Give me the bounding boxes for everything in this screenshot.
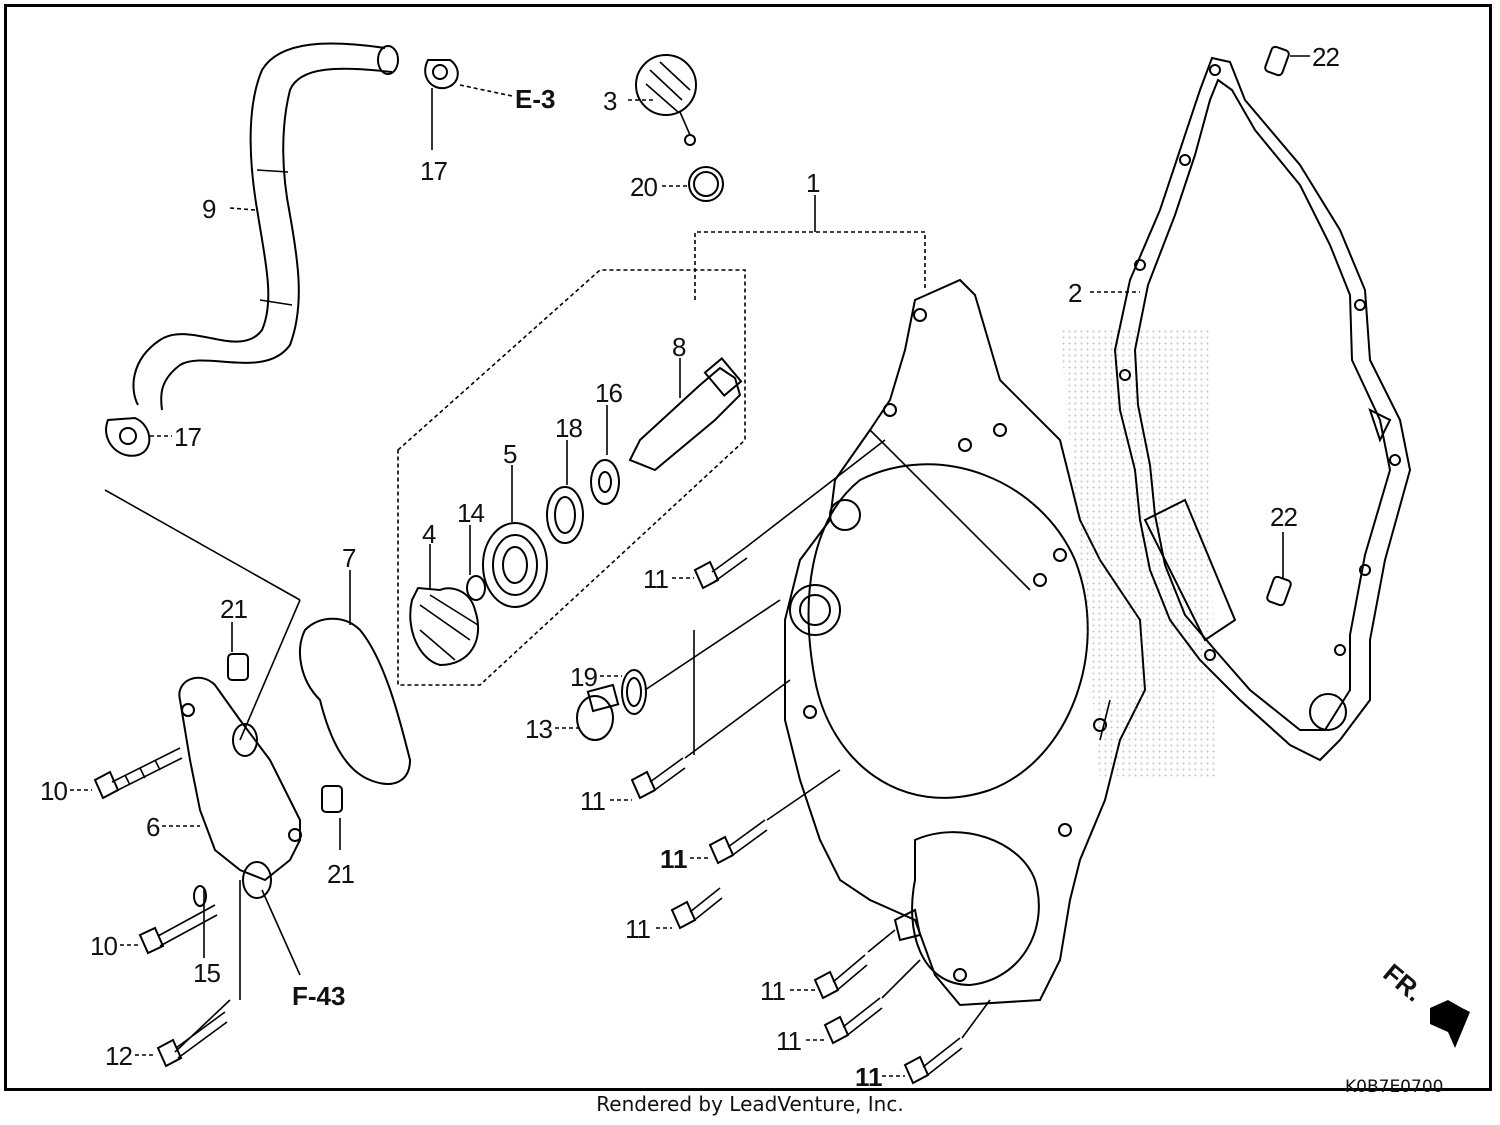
bolt-10-upper bbox=[93, 747, 183, 800]
label-7: 7 bbox=[342, 543, 356, 573]
diagram-code: K0B7E0700 bbox=[1345, 1077, 1443, 1097]
label-11-b: 11 bbox=[580, 786, 606, 816]
label-9: 9 bbox=[202, 194, 216, 224]
bolt-12 bbox=[156, 1011, 228, 1068]
washer-16 bbox=[590, 459, 620, 505]
pump-shaft-8 bbox=[628, 357, 743, 472]
oil-seal-18 bbox=[546, 486, 584, 544]
dowel-pin-22-upper bbox=[1264, 45, 1290, 77]
o-ring-20 bbox=[688, 166, 724, 202]
pump-exploded-box bbox=[397, 269, 746, 686]
washer-19 bbox=[621, 669, 647, 715]
label-20: 20 bbox=[630, 172, 657, 202]
label-8: 8 bbox=[672, 332, 686, 362]
water-pump-cover bbox=[178, 676, 302, 899]
diagram-frame bbox=[4, 4, 1492, 1091]
cover-shading bbox=[1060, 330, 1215, 780]
cover-bolts-11 bbox=[630, 547, 963, 1085]
hose-clamp-upper bbox=[424, 59, 459, 150]
dowel-pin-21-upper bbox=[227, 653, 249, 681]
label-21-lower: 21 bbox=[327, 859, 354, 889]
label-11-c: 11 bbox=[660, 844, 688, 874]
label-6: 6 bbox=[146, 812, 160, 842]
footer-credit: Rendered by LeadVenture, Inc. bbox=[596, 1092, 904, 1116]
leader-lines bbox=[70, 55, 1310, 1077]
dowel-pin-22-lower bbox=[1266, 575, 1292, 607]
hose-clamp-lower bbox=[105, 416, 151, 457]
water-hose bbox=[132, 42, 399, 411]
assembly-bracket bbox=[694, 231, 926, 300]
filler-cap bbox=[635, 54, 697, 146]
o-ring-7 bbox=[299, 617, 412, 785]
label-22-upper: 22 bbox=[1312, 42, 1339, 72]
drain-bolt-13 bbox=[576, 683, 620, 741]
bolt-10-lower bbox=[138, 885, 218, 955]
label-4: 4 bbox=[422, 519, 436, 549]
label-14: 14 bbox=[457, 498, 484, 528]
label-1: 1 bbox=[806, 168, 820, 198]
ref-f43: F-43 bbox=[292, 981, 345, 1011]
label-21-upper: 21 bbox=[220, 594, 247, 624]
ref-e3: E-3 bbox=[515, 84, 555, 114]
label-2: 2 bbox=[1068, 278, 1082, 308]
label-15: 15 bbox=[193, 958, 220, 988]
label-11-a: 11 bbox=[643, 564, 669, 594]
label-11-d: 11 bbox=[625, 914, 651, 944]
label-5: 5 bbox=[503, 439, 517, 469]
label-16: 16 bbox=[595, 378, 622, 408]
dowel-pin-21-lower bbox=[321, 785, 343, 813]
label-10-upper: 10 bbox=[40, 776, 67, 806]
label-18: 18 bbox=[555, 413, 582, 443]
label-17-upper: 17 bbox=[420, 156, 447, 186]
label-17-lower: 17 bbox=[174, 422, 201, 452]
label-19: 19 bbox=[570, 662, 597, 692]
mechanical-seal-5 bbox=[482, 522, 548, 608]
label-22-lower: 22 bbox=[1270, 502, 1297, 532]
label-12: 12 bbox=[105, 1041, 132, 1071]
washer-14 bbox=[466, 575, 486, 601]
label-11-e: 11 bbox=[760, 976, 786, 1006]
label-13: 13 bbox=[525, 714, 552, 744]
impeller-4 bbox=[409, 586, 480, 667]
label-11-g: 11 bbox=[855, 1062, 883, 1092]
gasket bbox=[1113, 56, 1412, 762]
label-3: 3 bbox=[603, 86, 617, 116]
label-11-f: 11 bbox=[776, 1026, 802, 1056]
label-10-lower: 10 bbox=[90, 931, 117, 961]
